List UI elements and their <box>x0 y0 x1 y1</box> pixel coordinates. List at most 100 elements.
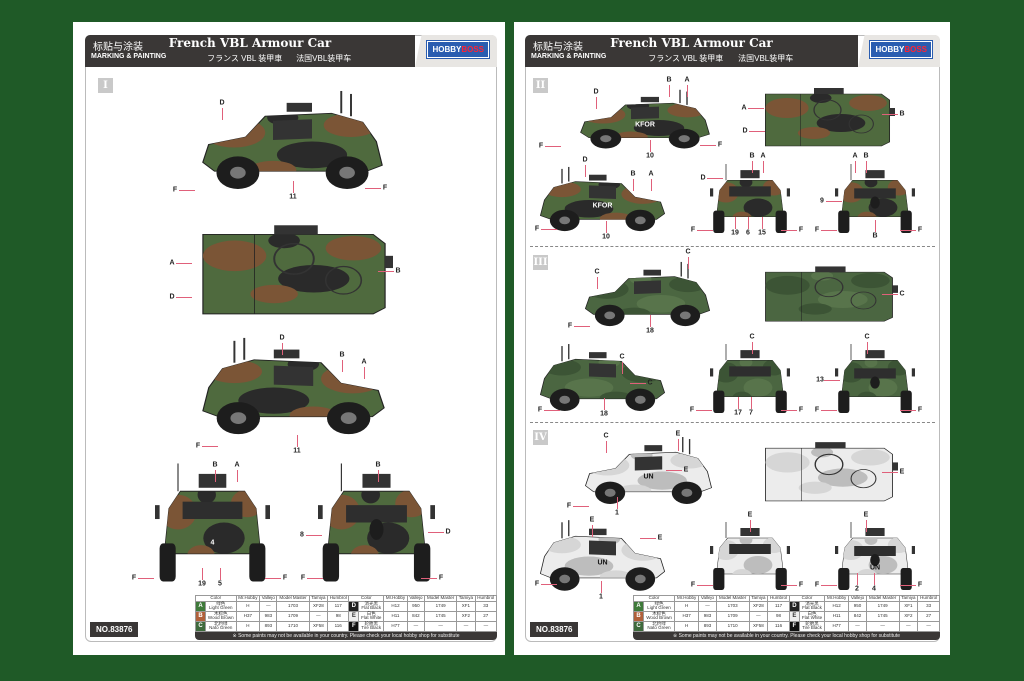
vehicle-front-view <box>710 342 790 415</box>
paint-code-mr: H <box>235 600 261 612</box>
paint-availability-note: ※ Some paints may not be available in yo… <box>633 631 940 640</box>
paint-code-mm: 1703 <box>276 600 310 612</box>
product-number: NO.83876 <box>530 622 579 637</box>
paint-swatch: B <box>195 610 206 622</box>
vehicle-decal: UN <box>869 564 881 572</box>
cn-title: 法国VBL装甲车 <box>738 54 794 63</box>
jp-title: フランス VBL 装甲車 <box>207 54 283 63</box>
paint-code-mr: H12 <box>383 600 408 612</box>
vehicle-top-view <box>760 432 898 505</box>
paint-code-vallejo: 950 <box>848 600 867 612</box>
paint-swatch: D <box>348 600 360 612</box>
paint-code-vallejo: 950 <box>406 600 426 612</box>
paint-code-mm: 1749 <box>865 600 900 612</box>
vehicle-drawing <box>835 164 915 233</box>
paint-code-mm: 1710 <box>715 620 750 632</box>
paint-swatch: C <box>195 620 206 632</box>
paint-color-cn: 绿色 <box>654 600 664 606</box>
paint-color-cn: 北约绿 <box>214 620 228 626</box>
cn-title: 法国VBL装甲车 <box>296 54 352 63</box>
paint-table-header-cell: Vallejo <box>406 595 426 602</box>
vehicle-decal: UN <box>643 473 654 481</box>
vehicle-side-r-view <box>195 335 392 440</box>
paint-code-mr: H11 <box>824 610 850 622</box>
paint-code-humbrol: 98 <box>327 610 350 622</box>
hobbyboss-logo: HOBBYBOSS <box>870 41 932 58</box>
paint-code-mr: H37 <box>235 610 261 622</box>
paint-code-tamiya: XF28 <box>748 600 769 612</box>
paint-code-mr: H12 <box>824 600 850 612</box>
paint-table-header-cell: Mr.Hobby <box>674 595 700 602</box>
paint-swatch: F <box>788 620 800 632</box>
paint-code-humbrol: 33 <box>917 600 940 612</box>
paint-code-humbrol: 27 <box>917 610 940 622</box>
page-title: French VBL Armour Car <box>610 36 773 50</box>
paint-table-header-cell: Model Master <box>276 595 310 602</box>
paint-color-cn: 白色 <box>807 610 817 616</box>
paint-table-header-cell: Tamiya <box>308 595 329 602</box>
brand-name-a: HOBBY <box>875 45 905 54</box>
paint-code-humbrol: 116 <box>767 620 790 632</box>
page-title: French VBL Armour Car <box>168 36 332 50</box>
paint-code-tamiya: XF28 <box>308 600 329 612</box>
paint-table-header-cell: Mr.Hobby <box>235 595 261 602</box>
paint-code-mr: H77 <box>383 620 408 632</box>
paint-table-header-cell: Tamiya <box>898 595 919 602</box>
vehicle-drawing <box>539 344 666 411</box>
hobbyboss-logo: HOBBYBOSS <box>427 41 489 58</box>
vehicle-rear-view: UN <box>835 520 915 592</box>
paint-code-vallejo: 983 <box>259 610 278 622</box>
vehicle-side-r-view: KFOR <box>535 165 670 235</box>
vehicle-drawing <box>710 164 790 233</box>
paint-code-vallejo: 842 <box>406 610 426 622</box>
vehicle-front-view: 4 <box>155 460 270 585</box>
paint-code-humbrol: 116 <box>327 620 350 632</box>
vehicle-drawing <box>585 437 712 504</box>
vehicle-side-view: UN <box>580 435 717 508</box>
paint-code-humbrol: 117 <box>327 600 350 612</box>
paint-swatch: E <box>788 610 800 622</box>
vehicle-side-view <box>580 260 715 330</box>
vehicle-decal: KFOR <box>592 202 613 210</box>
vehicle-decal: UN <box>597 559 608 567</box>
paint-color-cn: 北约绿 <box>652 620 666 626</box>
paint-table-header-cell: Vallejo <box>259 595 278 602</box>
paint-code-mm: 1709 <box>715 610 750 622</box>
paint-table-header-cell: Humbrol <box>474 595 498 602</box>
paint-code-mr: H <box>674 620 700 632</box>
paint-swatch: A <box>633 600 644 612</box>
vehicle-drawing <box>539 166 666 232</box>
paint-table-header-cell: Model Master <box>865 595 900 602</box>
paint-color-en: Light Green <box>647 605 671 610</box>
paint-color-en: Tire Black <box>361 625 382 630</box>
paint-table-header-cell: Humbrol <box>327 595 350 602</box>
paint-color-en: Flat Black <box>361 605 382 610</box>
paint-code-mm: 1703 <box>715 600 750 612</box>
paint-code-mm: 1749 <box>424 600 458 612</box>
paint-color-en: Flat White <box>801 615 823 620</box>
paint-code-vallejo: 893 <box>698 620 717 632</box>
paint-code-humbrol: 98 <box>767 610 790 622</box>
vehicle-drawing <box>764 88 895 147</box>
vehicle-top-view <box>760 78 895 150</box>
vehicle-drawing <box>580 89 710 149</box>
paint-code-tamiya: — <box>748 610 769 622</box>
paint-swatch: E <box>348 610 360 622</box>
jp-title: フランス VBL 装甲車 <box>648 54 724 63</box>
paint-color-cn: 木棕色 <box>214 610 228 616</box>
paint-code-mr: H <box>235 620 261 632</box>
marking-cn-label: 标贴与涂装 <box>93 42 143 53</box>
paint-table-header-cell: Humbrol <box>917 595 940 602</box>
paint-code-mm: 1710 <box>276 620 310 632</box>
